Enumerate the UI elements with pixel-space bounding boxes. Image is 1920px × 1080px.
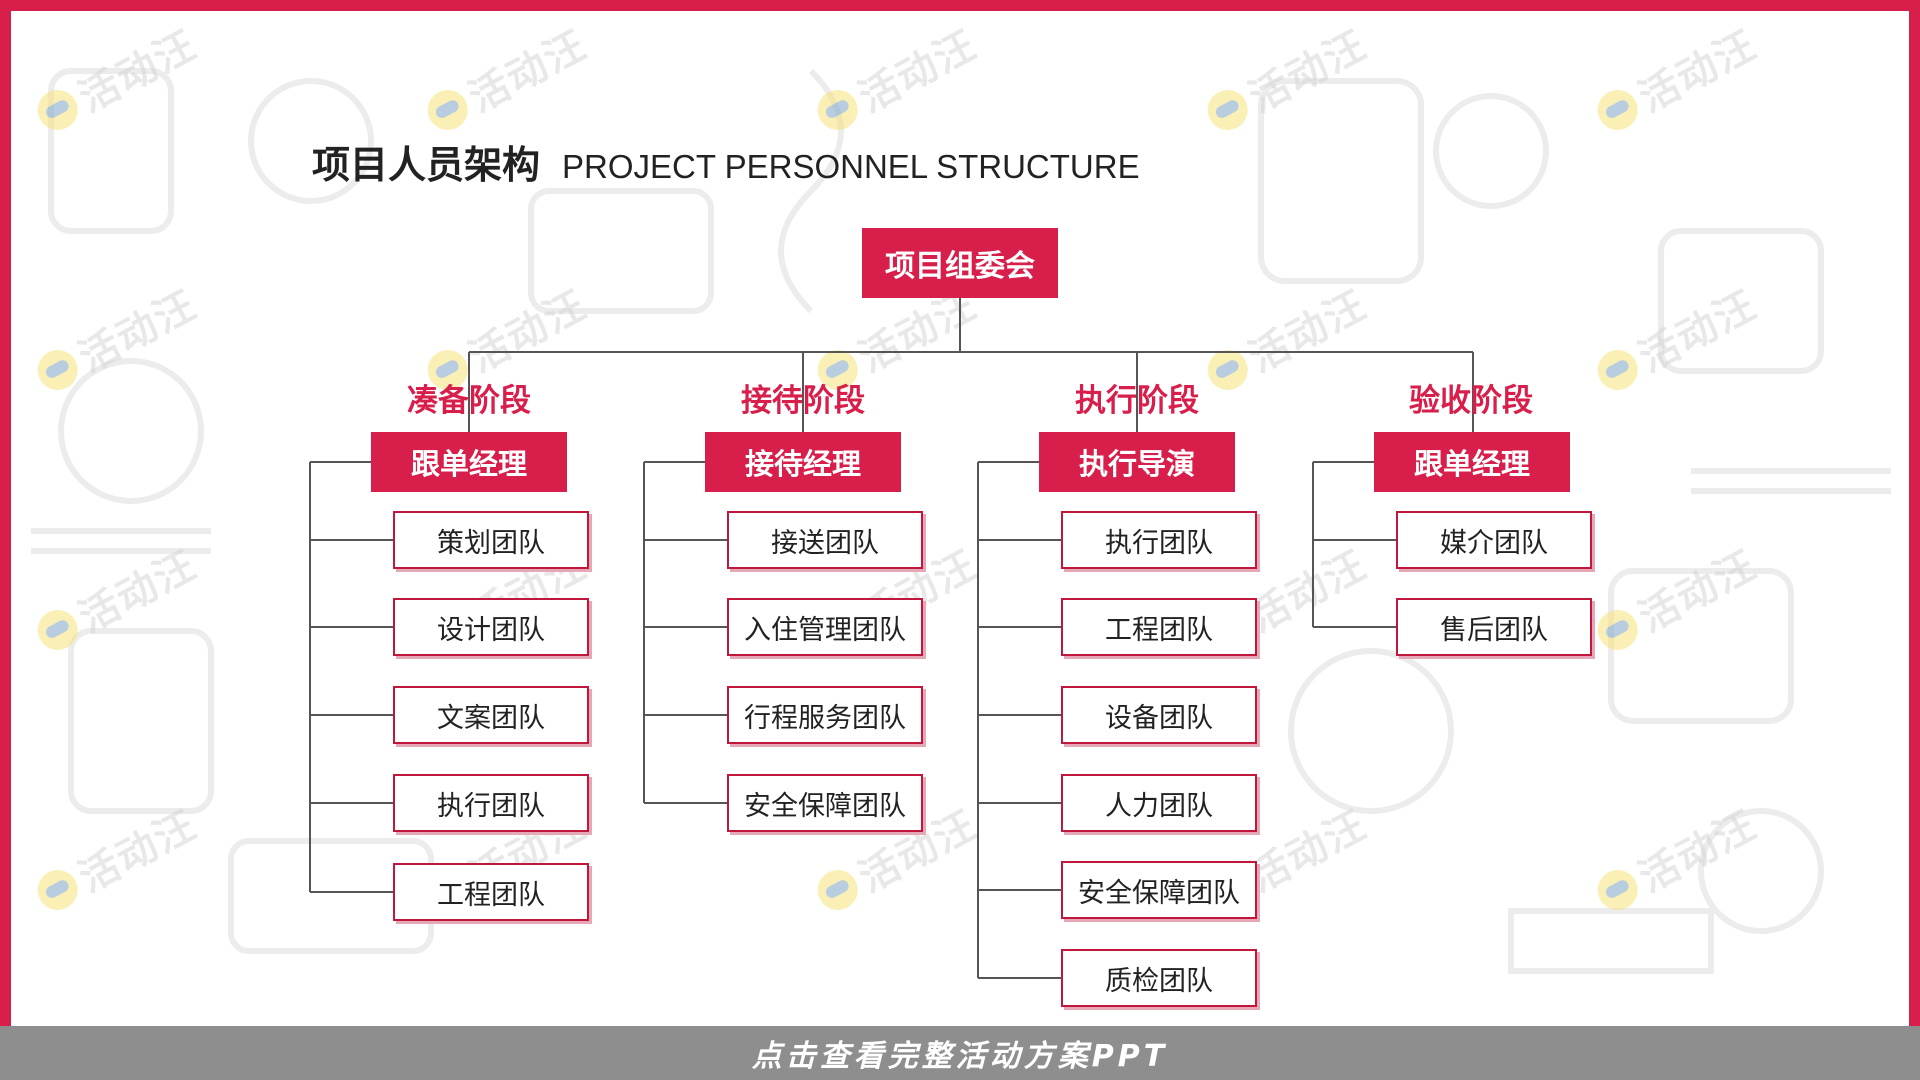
team-node: 媒介团队: [1396, 511, 1592, 569]
manager-label: 接待经理: [744, 447, 861, 481]
manager-node: 接待经理: [705, 432, 901, 492]
background-doodle-pattern: [31, 68, 1891, 974]
team-label: 媒介团队: [1440, 527, 1548, 559]
phase-label: 执行阶段: [1075, 383, 1199, 419]
team-node: 质检团队: [1061, 949, 1257, 1007]
team-node: 设备团队: [1061, 686, 1257, 744]
team-label: 策划团队: [437, 527, 545, 559]
team-node: 接送团队: [727, 511, 923, 569]
manager-label: 执行导演: [1078, 447, 1195, 481]
title-english: PROJECT PERSONNEL STRUCTURE: [562, 148, 1140, 185]
footer-banner[interactable]: 点击查看完整活动方案PPT: [0, 1026, 1920, 1080]
team-label: 设备团队: [1105, 702, 1213, 734]
footer-link[interactable]: 点击查看完整活动方案PPT: [751, 1039, 1169, 1074]
team-label: 执行团队: [1105, 527, 1213, 559]
team-label: 工程团队: [437, 879, 545, 911]
phase-label: 凑备阶段: [407, 383, 531, 419]
team-node: 安全保障团队: [727, 774, 923, 832]
root-label: 项目组委会: [885, 249, 1035, 284]
phase-label: 验收阶段: [1409, 383, 1533, 419]
team-label: 设计团队: [437, 614, 545, 646]
team-node: 人力团队: [1061, 774, 1257, 832]
manager-label: 跟单经理: [410, 447, 527, 481]
manager-node: 执行导演: [1039, 432, 1235, 492]
title-chinese: 项目人员架构: [312, 143, 541, 187]
manager-node: 跟单经理: [1374, 432, 1570, 492]
team-node: 文案团队: [393, 686, 589, 744]
team-label: 售后团队: [1440, 614, 1548, 646]
team-node: 入住管理团队: [727, 598, 923, 656]
phase-label: 接待阶段: [741, 383, 865, 419]
team-label: 质检团队: [1105, 965, 1213, 997]
team-node: 售后团队: [1396, 598, 1592, 656]
team-label: 入住管理团队: [744, 614, 906, 646]
team-node: 执行团队: [1061, 511, 1257, 569]
team-label: 接送团队: [771, 527, 879, 559]
manager-node: 跟单经理: [371, 432, 567, 492]
team-label: 人力团队: [1105, 790, 1213, 822]
team-node: 工程团队: [1061, 598, 1257, 656]
team-label: 行程服务团队: [744, 702, 906, 734]
page-title: 项目人员架构 PROJECT PERSONNEL STRUCTURE: [312, 134, 1140, 189]
team-node: 策划团队: [393, 511, 589, 569]
team-node: 设计团队: [393, 598, 589, 656]
team-label: 工程团队: [1105, 614, 1213, 646]
team-node: 执行团队: [393, 774, 589, 832]
team-label: 安全保障团队: [744, 790, 906, 822]
root-node: 项目组委会: [862, 228, 1058, 298]
team-label: 执行团队: [437, 790, 545, 822]
team-label: 安全保障团队: [1078, 877, 1240, 909]
team-node: 工程团队: [393, 863, 589, 921]
team-node: 安全保障团队: [1061, 861, 1257, 919]
team-node: 行程服务团队: [727, 686, 923, 744]
manager-label: 跟单经理: [1413, 447, 1530, 481]
team-label: 文案团队: [437, 702, 545, 734]
